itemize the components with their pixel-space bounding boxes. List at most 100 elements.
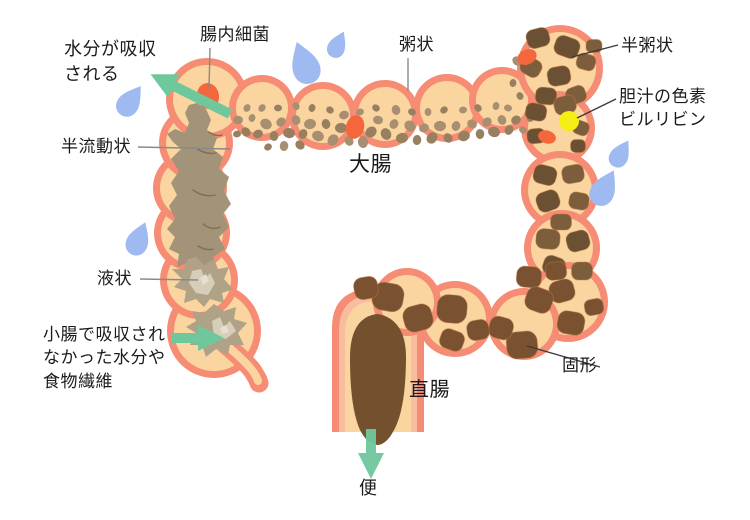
stool-chunk — [524, 286, 554, 314]
porridge-particle — [504, 104, 512, 112]
water-droplet — [605, 135, 637, 171]
porridge-particle — [504, 125, 514, 135]
porridge-particle — [516, 92, 524, 100]
porridge-particle — [276, 117, 286, 127]
porridge-particle — [269, 131, 279, 141]
porridge-particle — [488, 126, 500, 138]
porridge-particle — [308, 104, 316, 112]
porridge-particle — [451, 121, 461, 131]
porridge-particle — [482, 117, 492, 127]
stool-chunk — [568, 191, 590, 211]
label-semi-fluid: 半流動状 — [61, 137, 131, 157]
porridge-particle — [426, 132, 438, 144]
water-droplet — [122, 218, 156, 259]
stool-chunk — [353, 275, 379, 301]
label-water-absorbed: 水分が吸収 される — [64, 39, 157, 85]
porridge-particle — [475, 129, 485, 139]
stool-chunk — [571, 261, 593, 281]
porridge-particle — [258, 104, 266, 112]
label-large-intestine: 大腸 — [349, 152, 392, 176]
label-unabsorbed: 小腸で吸収され なかった水分や 食物繊維 — [43, 325, 166, 392]
porridge-particle — [283, 127, 295, 139]
label-rectum: 直腸 — [409, 377, 450, 401]
stool-mass — [350, 314, 406, 445]
label-semi-porridge: 半粥状 — [621, 36, 674, 56]
pointer-line-semi-porridge — [571, 44, 619, 58]
semi-fluid-content — [167, 103, 231, 273]
label-stool: 便 — [359, 478, 378, 499]
porridge-particle — [357, 136, 369, 148]
label-gut-bacteria: 腸内細菌 — [200, 25, 270, 45]
porridge-particle — [434, 120, 446, 132]
pointer-line-bile-pigment — [576, 98, 617, 119]
porridge-particle — [519, 126, 527, 134]
porridge-particle — [233, 130, 241, 138]
porridge-particle — [380, 128, 392, 140]
porridge-particle — [335, 122, 347, 134]
porridge-particle — [326, 106, 334, 114]
label-solid: 固形 — [562, 356, 597, 376]
porridge-particle — [373, 115, 383, 125]
porridge-particle — [404, 120, 416, 132]
stool-chunk — [505, 330, 539, 360]
stool-chunk — [544, 261, 568, 281]
water-droplet — [323, 27, 352, 61]
porridge-particle — [264, 143, 272, 151]
bacteria-spot — [538, 130, 556, 144]
porridge-particle — [459, 106, 467, 114]
pointer-line-liquid — [139, 278, 199, 281]
porridge-particle — [312, 130, 324, 142]
porridge-particle — [233, 115, 243, 125]
stool-chunk — [550, 213, 572, 231]
appendix — [216, 335, 269, 393]
porridge-particle — [492, 102, 500, 110]
stool-chunk — [585, 39, 603, 53]
stool-chunk — [534, 86, 558, 106]
solid-stool-chunks — [353, 26, 605, 360]
label-bile-pigment: 胆汁の色素 ビルリビン — [619, 87, 707, 131]
bilirubin-spot — [559, 111, 579, 131]
porridge-particle — [339, 110, 349, 120]
porridge-particle — [424, 108, 432, 116]
porridge-particle — [279, 141, 289, 151]
stool-chunk — [553, 34, 581, 60]
porridge-particle — [295, 140, 305, 150]
porridge-particle — [248, 114, 256, 122]
porridge-particle — [243, 104, 251, 112]
stool-chunk — [525, 26, 551, 50]
stool-chunk — [535, 228, 561, 250]
stool-chunk — [570, 139, 586, 153]
porridge-particle — [467, 119, 477, 129]
porridge-particle — [327, 134, 339, 146]
porridge-particle — [365, 126, 377, 138]
stool-chunk — [535, 189, 561, 213]
porridge-particle — [458, 130, 470, 142]
pointer-line-solid — [526, 345, 601, 368]
porridge-particle — [391, 105, 401, 115]
porridge-particle — [412, 135, 422, 145]
stool-chunk — [436, 294, 468, 324]
porridge-particle — [509, 79, 517, 87]
porridge-particle — [372, 104, 380, 112]
porridge-particle — [344, 136, 354, 146]
porridge-particle — [292, 102, 300, 110]
porridge-particle — [440, 106, 448, 114]
porridge-particle — [321, 119, 331, 129]
porridge-particle — [253, 129, 263, 139]
stool-chunk — [515, 265, 543, 289]
porridge-particle — [511, 115, 521, 125]
stool-chunk — [487, 315, 515, 341]
porridge-particle — [356, 108, 364, 116]
stool-chunk — [402, 303, 434, 333]
stool-chunk — [466, 318, 490, 342]
bacteria-spot — [345, 115, 365, 139]
porridge-particle — [389, 119, 399, 129]
semi-fluid-cracks — [192, 131, 223, 251]
stool-chunk — [575, 52, 597, 72]
porridge-particle — [396, 132, 408, 144]
porridge-particle — [419, 123, 429, 133]
stool-chunk — [583, 297, 605, 317]
stool-chunk — [524, 102, 548, 122]
